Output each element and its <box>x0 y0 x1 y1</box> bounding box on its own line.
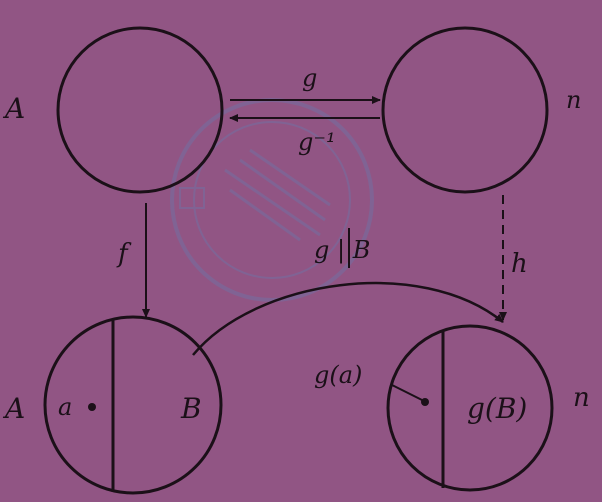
arrow-restriction-curve <box>192 281 504 356</box>
point-a-dot <box>88 403 96 411</box>
label-set-A-bottom: A <box>2 392 25 425</box>
point-ga-dot <box>421 398 429 406</box>
set-A-top-circle <box>56 26 224 194</box>
label-subset-B: B <box>180 392 202 425</box>
label-map-f: f <box>116 239 132 269</box>
label-map-g: g <box>302 64 317 92</box>
point-ga-leader <box>391 384 423 401</box>
label-restriction: g | B <box>314 236 370 265</box>
set-n-top-circle <box>381 26 549 194</box>
label-set-n-top: n <box>566 86 581 114</box>
label-image-gB: g(B) <box>467 392 527 425</box>
label-map-h: h <box>511 249 528 279</box>
set-n-bottom-circle <box>386 324 554 492</box>
label-map-g-inverse: g⁻¹ <box>298 128 336 156</box>
label-point-ga: g(a) <box>314 361 362 389</box>
label-point-a: a <box>58 393 72 421</box>
label-set-A-top: A <box>2 92 25 125</box>
set-A-bottom-circle <box>43 315 223 495</box>
label-set-n-bottom: n <box>573 383 590 413</box>
stamp-watermark <box>170 98 374 302</box>
